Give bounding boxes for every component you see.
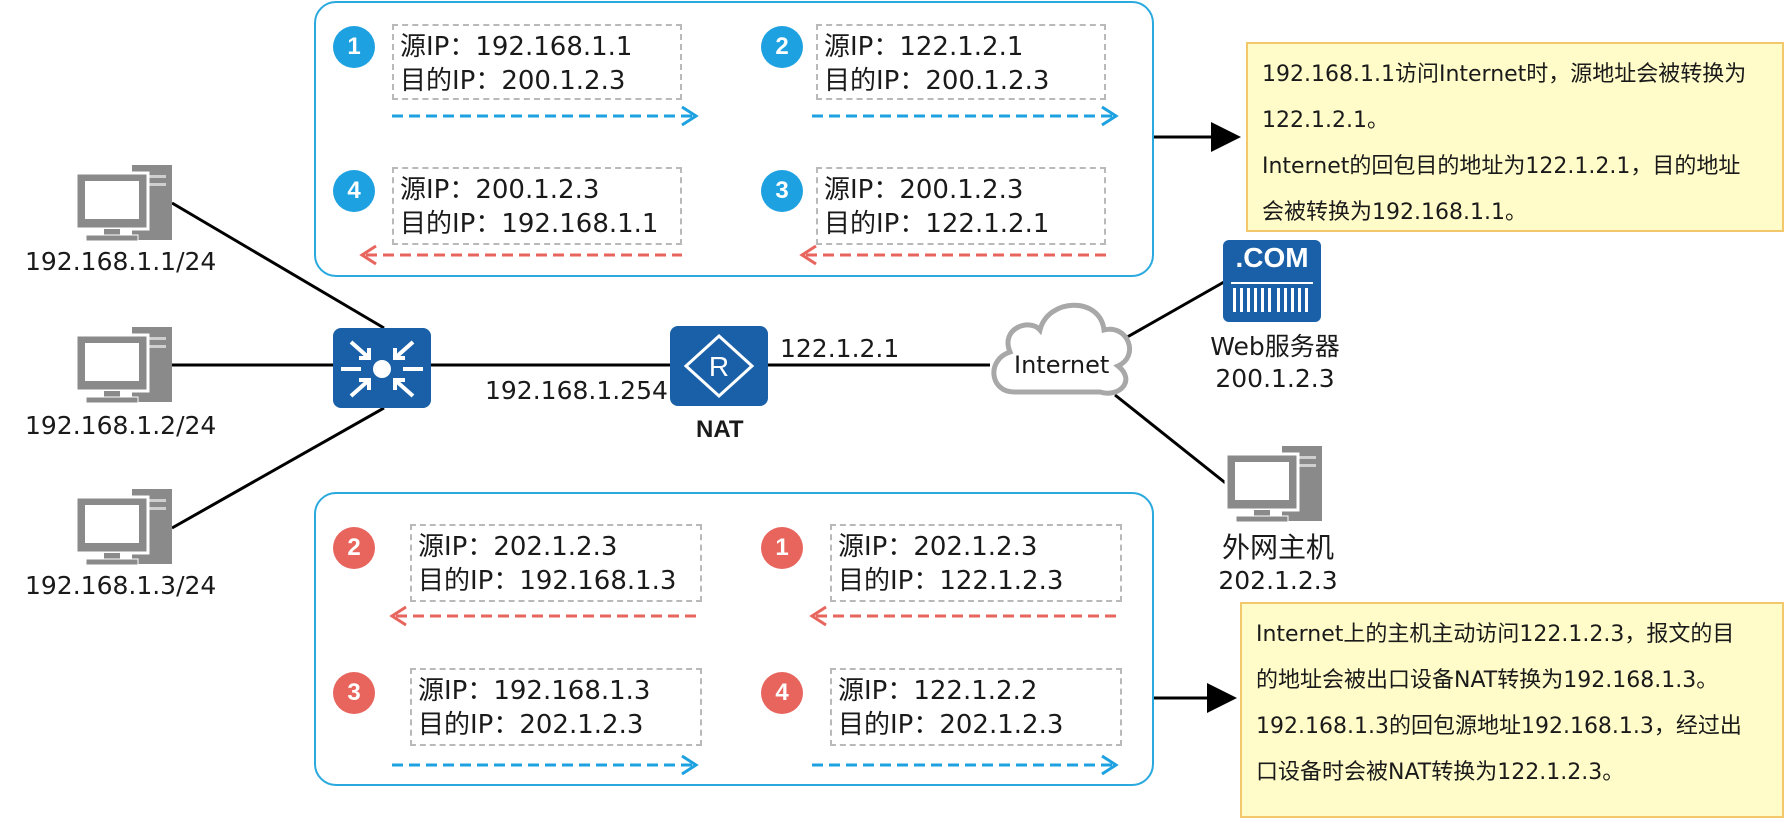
link-cloud-webserver [1121,280,1225,342]
svg-text:R: R [709,351,729,382]
packet-header-box: 源IP：200.1.2.3 目的IP：122.1.2.1 [816,167,1106,245]
outbound-flow-box [314,1,1154,277]
link-cloud-externalhost [1114,393,1229,487]
note-line: 的地址会被出口设备NAT转换为192.168.1.3。 [1256,668,1719,693]
source-ip: 源IP：202.1.2.3 [838,532,1038,562]
router-wan-ip: 122.1.2.1 [780,334,900,363]
source-ip: 源IP：200.1.2.3 [400,175,600,205]
bottom-explanation-note: Internet上的主机主动访问122.1.2.3，报文的目 的地址会被出口设备… [1240,602,1784,818]
flow-arrow-top-1 [392,105,699,127]
cloud-label: Internet [1014,351,1110,379]
destination-ip: 目的IP：122.1.2.1 [824,209,1050,239]
packet-header-box: 源IP：202.1.2.3 目的IP：122.1.2.3 [830,524,1122,602]
router-lan-ip: 192.168.1.254 [485,376,668,405]
note-line: 192.168.1.1访问Internet时，源地址会被转换为 [1262,62,1747,87]
switch-icon [333,328,431,408]
source-ip: 源IP：122.1.2.1 [824,32,1024,62]
step-badge: 1 [333,26,375,68]
router-icon: R [670,326,768,406]
packet-header-box: 源IP：122.1.2.2 目的IP：202.1.2.3 [830,668,1122,746]
pc-icon [74,327,172,404]
cloud-icon [991,302,1132,396]
external-host-ip: 202.1.2.3 [1218,566,1338,595]
destination-ip: 目的IP：122.1.2.3 [838,566,1064,596]
flow-arrow-bottom-3 [392,754,699,776]
link-host1-switch [171,201,385,330]
host-ip-label: 192.168.1.2/24 [25,411,217,440]
web-server-icon [1223,240,1321,322]
flow-arrow-top-3 [799,244,1112,266]
web-server-name: Web服务器 [1210,332,1340,361]
packet-header-box: 源IP：192.168.1.1 目的IP：200.1.2.3 [392,24,682,100]
destination-ip: 目的IP：192.168.1.1 [400,209,659,239]
source-ip: 源IP：200.1.2.3 [824,175,1024,205]
packet-header-box: 源IP：200.1.2.3 目的IP：192.168.1.1 [392,167,682,245]
flow-arrow-bottom-2 [389,605,700,627]
source-ip: 源IP：192.168.1.3 [418,676,651,706]
step-badge: 3 [761,170,803,212]
destination-ip: 目的IP：202.1.2.3 [838,710,1064,740]
host-ip-label: 192.168.1.1/24 [25,247,217,276]
link-host3-switch [171,406,385,530]
top-explanation-note: 192.168.1.1访问Internet时，源地址会被转换为 122.1.2.… [1246,42,1784,232]
web-server-badge: .COM [1235,242,1309,273]
packet-header-box: 源IP：122.1.2.1 目的IP：200.1.2.3 [816,24,1106,100]
source-ip: 源IP：202.1.2.3 [418,532,618,562]
destination-ip: 目的IP：200.1.2.3 [824,66,1050,96]
step-badge: 4 [761,672,803,714]
note-line: Internet的回包目的地址为122.1.2.1，目的地址 [1262,154,1741,179]
note-line: 192.168.1.3的回包源地址192.168.1.3，经过出 [1256,714,1742,739]
flow-arrow-top-4 [359,244,682,266]
destination-ip: 目的IP：202.1.2.3 [418,710,644,740]
note-line: Internet上的主机主动访问122.1.2.3，报文的目 [1256,622,1735,647]
destination-ip: 目的IP：192.168.1.3 [418,566,677,596]
note-line: 会被转换为192.168.1.1。 [1262,200,1527,225]
step-badge: 1 [761,527,803,569]
packet-header-box: 源IP：202.1.2.3 目的IP：192.168.1.3 [410,524,702,602]
host-ip-label: 192.168.1.3/24 [25,571,217,600]
note-line: 122.1.2.1。 [1262,108,1389,133]
source-ip: 源IP：122.1.2.2 [838,676,1038,706]
inbound-flow-box [314,492,1154,786]
step-badge: 3 [333,672,375,714]
flow-arrow-bottom-4 [812,754,1119,776]
note-line: 口设备时会被NAT转换为122.1.2.3。 [1256,760,1625,785]
step-badge: 4 [333,170,375,212]
pc-icon [74,489,172,566]
step-badge: 2 [761,26,803,68]
destination-ip: 目的IP：200.1.2.3 [400,66,626,96]
step-badge: 2 [333,527,375,569]
flow-arrow-top-2 [812,105,1119,127]
pc-icon [1224,446,1322,523]
pc-icon [74,165,172,242]
web-server-ip: 200.1.2.3 [1215,364,1335,393]
router-label: NAT [696,416,744,443]
source-ip: 源IP：192.168.1.1 [400,32,633,62]
flow-arrow-bottom-1 [809,605,1120,627]
packet-header-box: 源IP：192.168.1.3 目的IP：202.1.2.3 [410,668,702,746]
external-host-name: 外网主机 [1221,531,1334,564]
